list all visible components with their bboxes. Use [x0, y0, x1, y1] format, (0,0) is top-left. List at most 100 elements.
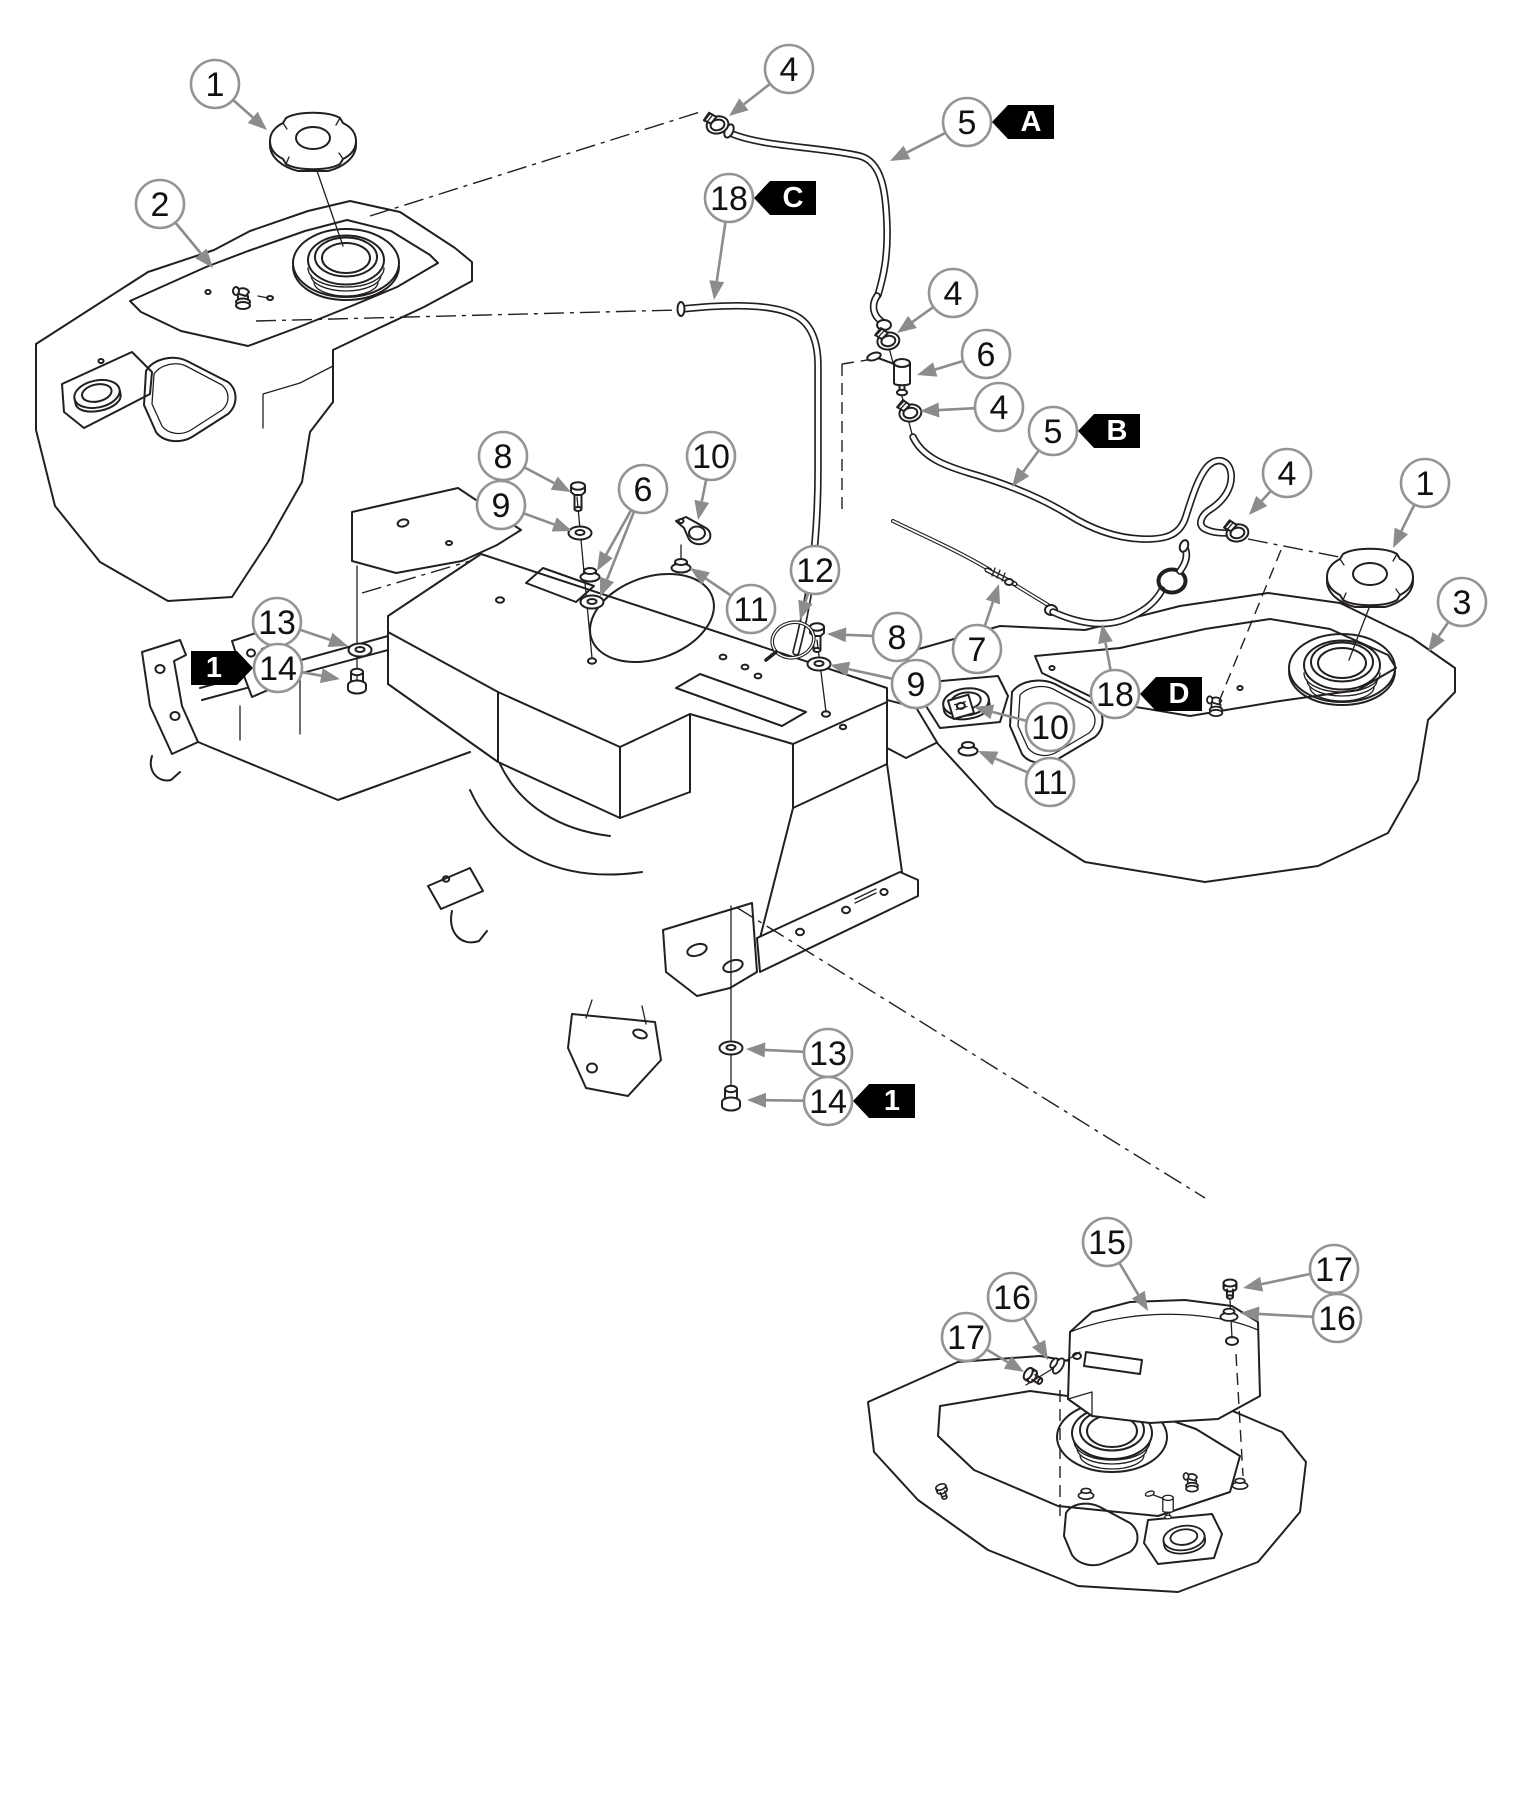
leader-arrowhead-icon [1032, 1339, 1048, 1360]
leader-arrowhead-icon [690, 568, 710, 585]
leader-arrowhead-icon [920, 402, 940, 418]
leader-line [992, 710, 1028, 723]
leader-arrowhead-icon [600, 576, 614, 597]
leader-arrowhead-icon [709, 280, 725, 300]
callout-13: 13 [746, 1027, 854, 1079]
main-frame [141, 487, 976, 1097]
leader-line [983, 601, 995, 627]
callout-17: 17 [940, 1311, 1024, 1372]
callout-15: 15 [1081, 1216, 1148, 1311]
leader-line [845, 633, 874, 638]
callout-number: 5 [958, 104, 977, 142]
leader-arrowhead-icon [1249, 495, 1268, 515]
callout-number: 8 [888, 619, 907, 657]
view-flag [853, 1084, 915, 1118]
leader-arrowhead-icon [890, 145, 911, 161]
callout-4: 4 [897, 267, 979, 333]
callout-number: 4 [1278, 455, 1297, 493]
bolt-14 [347, 667, 367, 695]
callout-number: 4 [990, 389, 1009, 427]
callout-1: 1 [189, 58, 267, 130]
callout-9: 9 [830, 658, 942, 710]
leader-arrowhead-icon [1012, 467, 1030, 487]
washer-6 [579, 594, 605, 610]
leader-arrowhead-icon [550, 476, 571, 492]
callout-14-view-1: 1 14 [747, 1075, 915, 1127]
callout-circle [960, 328, 1012, 380]
callout-4: 4 [920, 381, 1025, 433]
leader-line [605, 510, 636, 580]
tank-nut [1231, 1477, 1249, 1490]
bottom-tank-assembly [867, 1278, 1307, 1593]
view-flag-letter: 1 [884, 1085, 900, 1117]
leader-arrowhead-icon [1003, 1355, 1024, 1372]
leader-arrowhead-icon [978, 751, 999, 766]
bolt-8 [570, 481, 586, 512]
nut-11 [670, 558, 692, 574]
clamp-4 [1221, 515, 1251, 545]
callout-number: 6 [977, 336, 996, 374]
frame-deck [387, 553, 888, 748]
leader-arrowhead-icon [897, 315, 917, 333]
callout-number: 10 [692, 438, 730, 476]
callout-number: 9 [492, 487, 511, 525]
leader-line [938, 406, 976, 412]
callout-5-view-B: B5 [1012, 405, 1140, 487]
leader-arrowhead-icon [694, 499, 710, 520]
fuel-valve-6 [865, 350, 911, 397]
leader-line [1400, 503, 1416, 532]
callout-circle [789, 544, 841, 596]
callout-number: 5 [1044, 413, 1063, 451]
callout-number: 11 [1032, 764, 1067, 802]
washer-13 [718, 1040, 744, 1056]
callout-circle [940, 1311, 992, 1363]
bolt-17 [1222, 1278, 1238, 1300]
leader-line [174, 221, 202, 255]
callout-circle [1081, 1216, 1133, 1268]
leader-line [848, 667, 893, 681]
callout-circle [252, 642, 304, 694]
callout-circle [1089, 668, 1141, 720]
leader-line [523, 512, 555, 526]
callout-number: 9 [907, 666, 926, 704]
callout-10: 10 [685, 430, 737, 520]
leader-arrowhead-icon [551, 517, 572, 532]
callout-number: 15 [1088, 1224, 1126, 1262]
plate-hole [396, 518, 410, 528]
leader-line [1022, 449, 1040, 473]
leader-line [743, 82, 771, 106]
callout-circle [1399, 457, 1451, 509]
leader-line [605, 509, 633, 556]
callout-number: 7 [968, 631, 987, 669]
leader-line [715, 221, 727, 282]
view-flag [1140, 677, 1202, 711]
view-flag-letter: C [783, 182, 804, 214]
callout-number: 3 [1453, 584, 1472, 622]
frame-bottom-bracket [662, 902, 758, 997]
leader-arrowhead-icon [798, 599, 813, 620]
callout-3: 3 [1428, 576, 1488, 652]
callout-number: 14 [809, 1083, 847, 1121]
frame-right-flange [756, 871, 919, 973]
callout-4: 4 [729, 43, 815, 116]
leader-arrowhead-icon [1098, 624, 1113, 645]
deck-cutout-left [525, 567, 595, 603]
leader-line [994, 757, 1029, 774]
leader-arrowhead-icon [1131, 1290, 1148, 1311]
callout-number: 13 [258, 604, 296, 642]
callout-circle [725, 583, 777, 635]
tank-handle-recess [143, 356, 237, 443]
callout-12: 12 [789, 544, 841, 620]
callout-16: 16 [1240, 1292, 1363, 1344]
callout-number: 18 [1096, 676, 1134, 714]
callout-17: 17 [1243, 1243, 1360, 1295]
callout-circle [973, 381, 1025, 433]
leader-arrowhead-icon [917, 362, 938, 377]
callout-circle [941, 96, 993, 148]
leader-arrowhead-icon [195, 248, 213, 268]
callout-circle [951, 623, 1003, 675]
fuel-cap [269, 111, 357, 172]
callout-circle [927, 267, 979, 319]
callout-circle [763, 43, 815, 95]
